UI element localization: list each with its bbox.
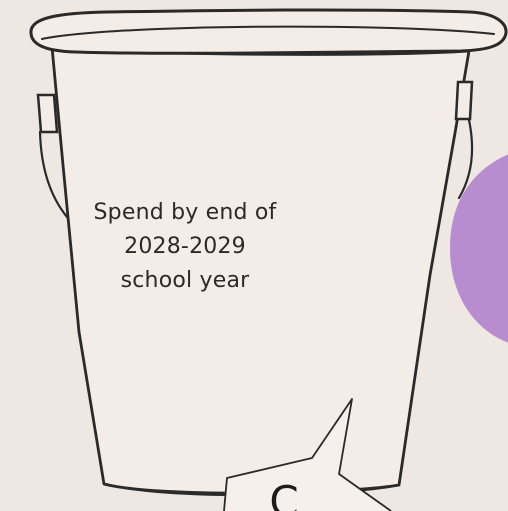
bucket-label-line-1: Spend by end of bbox=[93, 200, 277, 225]
bucket-label: Spend by end of 2028-2029 school year bbox=[88, 196, 282, 298]
bucket-label-line-3: school year bbox=[120, 268, 250, 293]
left-handle bbox=[38, 130, 69, 219]
callout-outline bbox=[223, 398, 392, 511]
right-handle bbox=[457, 118, 474, 200]
bucket-rim bbox=[29, 8, 508, 55]
right-handle-mount bbox=[454, 80, 474, 121]
callout-shape bbox=[223, 398, 392, 511]
bucket-rim-inner-line bbox=[41, 25, 495, 40]
bucket-illustration bbox=[29, 8, 508, 497]
bucket-label-line-2: 2028-2029 bbox=[124, 234, 246, 259]
left-handle-mount bbox=[36, 93, 59, 134]
callout-letter: C bbox=[269, 477, 299, 511]
purple-shape bbox=[450, 154, 508, 343]
